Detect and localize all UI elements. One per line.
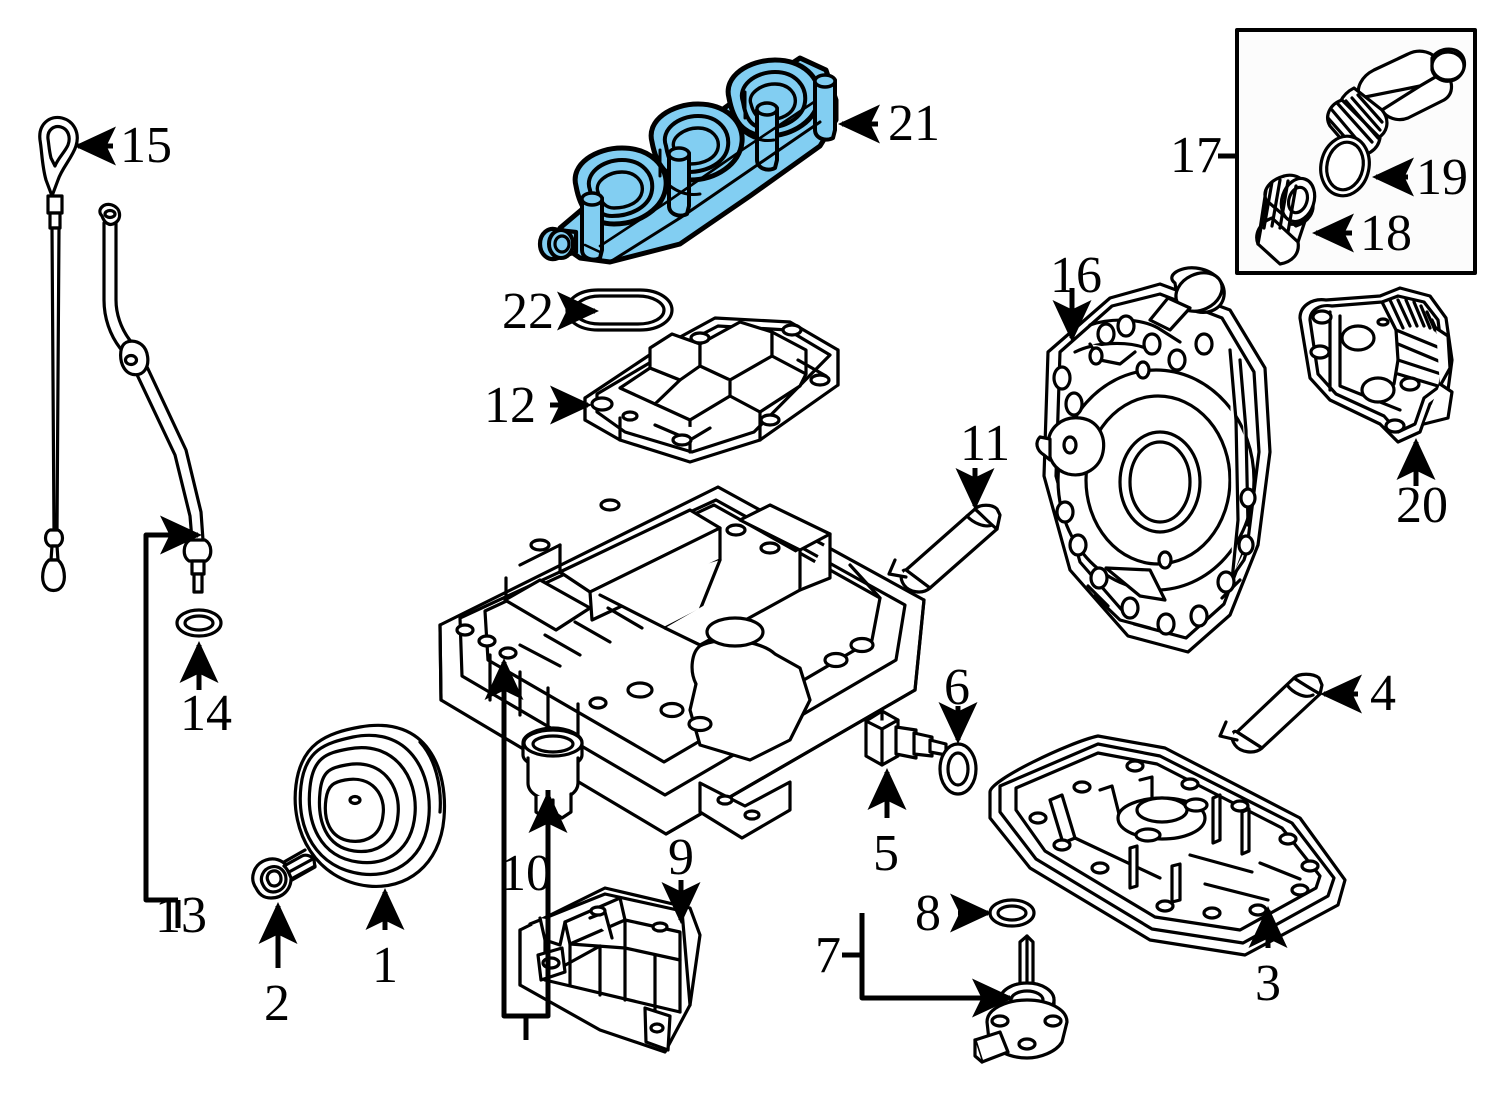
callout-label-8: 8 — [915, 885, 941, 942]
callout-label-12: 12 — [484, 377, 536, 434]
callout-label-15: 15 — [120, 117, 172, 174]
callout-label-7: 7 — [815, 927, 841, 984]
part-10-upper-oil-pan — [438, 485, 926, 840]
callout-label-3: 3 — [1255, 955, 1281, 1012]
callout-label-14: 14 — [180, 685, 232, 742]
callout-label-6: 6 — [944, 659, 970, 716]
part-1-crankshaft-pulley — [293, 723, 447, 889]
callout-label-10: 10 — [500, 845, 552, 902]
part-11-sealant-tube — [887, 503, 1002, 594]
callout-label-16: 16 — [1050, 247, 1102, 304]
part-14-guide-tube-o-ring — [175, 608, 223, 638]
bracket-7 — [859, 913, 985, 1001]
part-10-oil-filler-cap — [521, 726, 584, 820]
callout-label-2: 2 — [264, 975, 290, 1032]
part-17-oil-filter-housing — [1326, 47, 1467, 157]
callout-label-18: 18 — [1360, 205, 1412, 262]
part-16-rear-main-seal-housing — [1035, 266, 1272, 654]
callout-label-17: 17 — [1170, 127, 1222, 184]
bracket-13 — [143, 532, 178, 903]
callout-label-19: 19 — [1416, 149, 1468, 206]
part-4-sealant-tube — [1218, 672, 1324, 754]
part-21-valve-cover-intake-manifold — [537, 55, 839, 265]
callout-label-20: 20 — [1396, 477, 1448, 534]
part-12-engine-cover-baffle — [583, 316, 840, 464]
callout-label-4: 4 — [1370, 665, 1396, 722]
part-18-oil-filter-element — [1255, 173, 1317, 266]
part-13-dipstick-guide-tube — [98, 202, 213, 594]
part-8-oil-level-sensor-o-ring — [988, 898, 1036, 928]
callout-label-5: 5 — [873, 825, 899, 882]
callout-label-22: 22 — [502, 283, 554, 340]
part-6-seal-washer — [938, 742, 978, 796]
part-15-oil-dipstick — [38, 115, 79, 593]
callout-label-21: 21 — [888, 95, 940, 152]
part-9-oil-baffle-windage-tray — [518, 886, 702, 1054]
callout-label-13: 13 — [155, 887, 207, 944]
callout-label-9: 9 — [668, 829, 694, 886]
callout-label-1: 1 — [372, 937, 398, 994]
callout-label-11: 11 — [960, 415, 1011, 472]
part-20-engine-oil-cooler — [1298, 286, 1454, 444]
part-2-pulley-bolt — [251, 848, 317, 900]
callout-leaders — [73, 104, 1436, 1040]
part-19-oil-filter-o-ring — [1319, 134, 1371, 198]
part-5-oil-drain-plug — [864, 709, 948, 767]
part-3-lower-oil-pan — [988, 734, 1347, 957]
